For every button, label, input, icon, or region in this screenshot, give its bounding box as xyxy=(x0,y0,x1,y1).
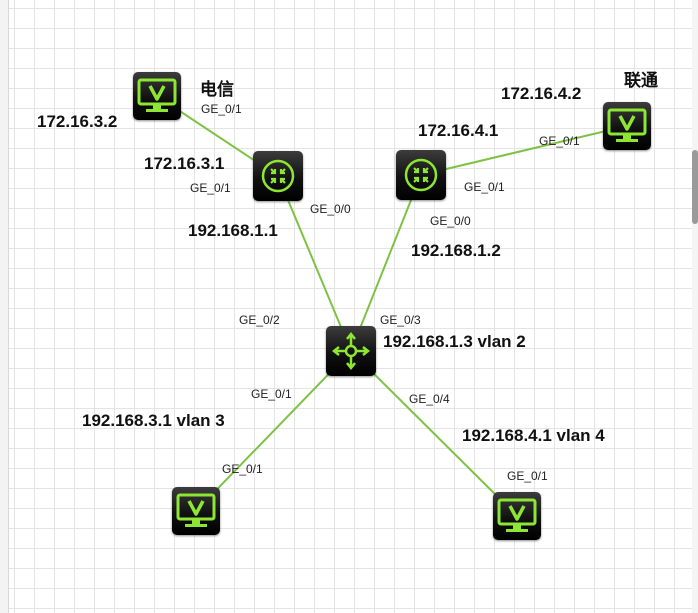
port-router-right-wan: GE_0/1 xyxy=(464,180,505,194)
pc-unicom-name: 联通 xyxy=(624,71,658,90)
vertical-scrollbar[interactable] xyxy=(692,0,698,613)
monitor-icon xyxy=(497,498,537,532)
link-router_right-pc_unicom[interactable] xyxy=(420,125,628,176)
pc-vlan3-ip: 192.168.3.1 vlan 3 xyxy=(82,411,225,430)
link-router_left-switch[interactable] xyxy=(277,175,352,352)
port-pc-telecom: GE_0/1 xyxy=(201,102,242,116)
link-router_right-switch[interactable] xyxy=(350,174,422,352)
port-switch-to-left: GE_0/2 xyxy=(239,313,280,327)
links-layer xyxy=(156,95,628,517)
monitor-icon xyxy=(607,108,647,142)
pc-vlan4-ip: 192.168.4.1 vlan 4 xyxy=(462,426,605,445)
link-switch-pc_vlan3[interactable] xyxy=(195,350,352,512)
switch-ip: 192.168.1.3 vlan 2 xyxy=(383,332,526,351)
port-pc-vlan4: GE_0/1 xyxy=(507,469,548,483)
port-router-left-wan: GE_0/1 xyxy=(190,181,231,195)
router-icon xyxy=(261,159,295,193)
l3-switch[interactable] xyxy=(326,326,376,376)
router-left-wan-ip: 172.16.3.1 xyxy=(144,154,225,173)
pc-unicom-ip: 172.16.4.2 xyxy=(501,84,582,103)
monitor-icon xyxy=(176,493,216,527)
router-right-wan-ip: 172.16.4.1 xyxy=(418,121,499,140)
pc-telecom-name: 电信 xyxy=(200,80,234,99)
router-left[interactable] xyxy=(253,151,303,201)
l3-switch-icon xyxy=(331,331,371,371)
router-right[interactable] xyxy=(396,150,446,200)
port-router-right-lan: GE_0/0 xyxy=(430,214,471,228)
pc-vlan4[interactable] xyxy=(493,492,541,540)
pc-unicom[interactable] xyxy=(603,102,651,150)
canvas-left-edge xyxy=(0,0,9,613)
port-router-left-lan: GE_0/0 xyxy=(310,202,351,216)
monitor-icon xyxy=(137,78,177,112)
router-left-lan-ip: 192.168.1.1 xyxy=(188,221,278,240)
port-pc-vlan3: GE_0/1 xyxy=(222,462,263,476)
pc-telecom-ip: 172.16.3.2 xyxy=(37,112,118,131)
router-right-lan-ip: 192.168.1.2 xyxy=(411,241,501,260)
link-switch-pc_vlan4[interactable] xyxy=(350,350,518,517)
port-switch-to-right: GE_0/3 xyxy=(380,313,421,327)
pc-telecom[interactable] xyxy=(133,72,181,120)
port-switch-to-vlan3: GE_0/1 xyxy=(251,387,292,401)
router-icon xyxy=(404,158,438,192)
pc-vlan3[interactable] xyxy=(172,487,220,535)
port-switch-to-vlan4: GE_0/4 xyxy=(409,392,450,406)
port-pc-unicom: GE_0/1 xyxy=(539,134,580,148)
vertical-scrollbar-thumb[interactable] xyxy=(692,150,698,224)
